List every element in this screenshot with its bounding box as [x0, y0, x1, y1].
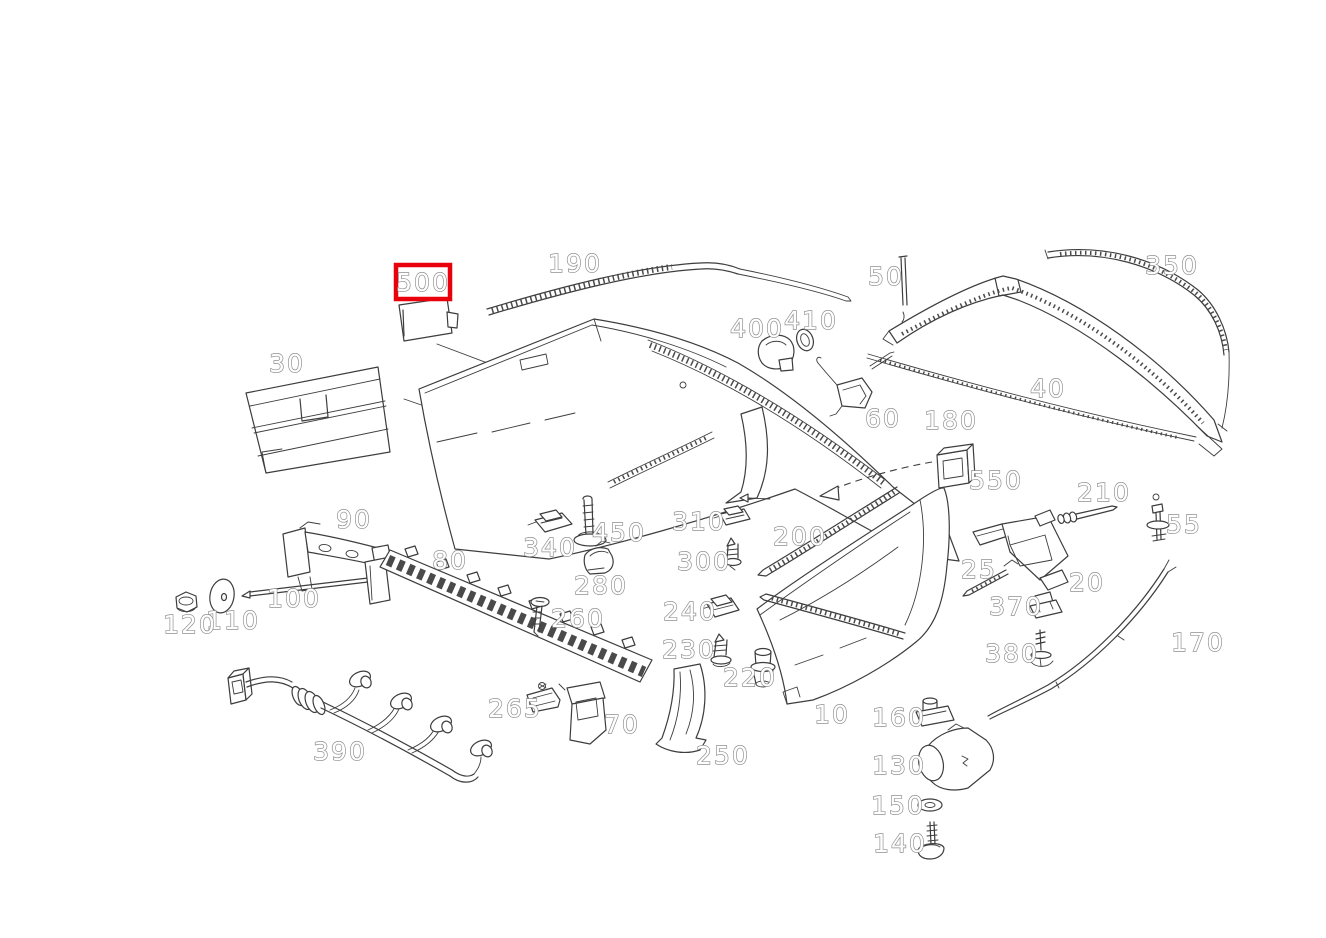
- part-label-240[interactable]: 240: [662, 596, 717, 626]
- part-label-220[interactable]: 220: [722, 662, 777, 692]
- part-label-200[interactable]: 200: [772, 521, 827, 551]
- part-label-300[interactable]: 300: [676, 546, 731, 576]
- part-70-art: [558, 681, 607, 745]
- part-230-art: [710, 633, 732, 667]
- part-240-art: [701, 594, 740, 618]
- part-label-40[interactable]: 40: [1029, 373, 1066, 403]
- part-90-art: [282, 521, 393, 592]
- part-label-140[interactable]: 140: [872, 828, 927, 858]
- part-label-410[interactable]: 410: [783, 305, 838, 335]
- part-label-250[interactable]: 250: [695, 740, 750, 770]
- part-280-art: [583, 540, 614, 575]
- part-200-strips-art: [757, 486, 906, 640]
- part-80-art: [379, 545, 653, 683]
- part-110-art: [209, 578, 235, 614]
- part-160-art: [915, 697, 955, 727]
- part-550-art: [936, 443, 976, 489]
- part-20-art: [972, 509, 1069, 591]
- part-340-art: [527, 509, 573, 533]
- part-label-100[interactable]: 100: [266, 583, 321, 613]
- part-140-art: [917, 821, 945, 860]
- part-label-400[interactable]: 400: [729, 313, 784, 343]
- part-370-art: [1029, 591, 1063, 619]
- part-25-art: [962, 559, 1019, 597]
- part-50-art: [898, 255, 908, 323]
- part-label-80[interactable]: 80: [431, 545, 468, 575]
- dashed-leader-arrow: [819, 461, 933, 501]
- part-label-150[interactable]: 150: [870, 790, 925, 820]
- part-label-350[interactable]: 350: [1144, 250, 1199, 280]
- part-180-strip-art: [866, 353, 1197, 442]
- part-265-art: [526, 682, 561, 713]
- part-120-art: [175, 591, 198, 613]
- part-60-art: [816, 356, 873, 417]
- part-380-art: [1030, 629, 1054, 667]
- part-400-art: [757, 334, 795, 372]
- part-label-260[interactable]: 260: [550, 603, 605, 633]
- part-label-210[interactable]: 210: [1076, 477, 1131, 507]
- part-label-170[interactable]: 170: [1170, 627, 1225, 657]
- part-150-art: [917, 798, 943, 812]
- part-label-110[interactable]: 110: [205, 605, 260, 635]
- part-label-340[interactable]: 340: [522, 532, 577, 562]
- part-450-art: [573, 495, 607, 547]
- part-220-art: [750, 647, 776, 688]
- part-100-art: [241, 557, 391, 605]
- small-pin-art: [869, 351, 895, 370]
- part-label-265[interactable]: 265: [487, 693, 542, 723]
- part-label-55[interactable]: 55: [1165, 509, 1202, 539]
- part-130-art: [917, 723, 995, 791]
- part-label-160[interactable]: 160: [871, 702, 926, 732]
- part-label-450[interactable]: 450: [591, 517, 646, 547]
- part-260-art: [530, 596, 550, 637]
- part-label-190[interactable]: 190: [547, 248, 602, 278]
- part-300-art: [724, 537, 742, 571]
- part-55-art: [1146, 493, 1170, 542]
- part-30-art: [245, 366, 391, 474]
- part-170-art: [987, 559, 1177, 720]
- part-label-120[interactable]: 120: [162, 609, 217, 639]
- part-label-370[interactable]: 370: [988, 591, 1043, 621]
- part-label-380[interactable]: 380: [984, 638, 1039, 668]
- part-label-30[interactable]: 30: [268, 348, 305, 378]
- part-500-art: [398, 297, 459, 342]
- part-label-10[interactable]: 10: [813, 699, 850, 729]
- part-label-500[interactable]: 500: [395, 267, 450, 297]
- part-390-art: [227, 667, 493, 783]
- part-label-230[interactable]: 230: [661, 634, 716, 664]
- part-label-180[interactable]: 180: [923, 405, 978, 435]
- part-label-20[interactable]: 20: [1068, 567, 1105, 597]
- part-label-390[interactable]: 390: [312, 736, 367, 766]
- part-410-art: [795, 328, 815, 352]
- part-250-art: [655, 663, 707, 754]
- part-40-art: [882, 275, 1223, 457]
- bumper-cover-art: [418, 318, 960, 562]
- part-310-art: [713, 505, 751, 526]
- part-190-strip-art: [486, 262, 852, 316]
- highlight-box-500: [393, 262, 453, 302]
- part-label-550[interactable]: 550: [968, 465, 1023, 495]
- part-label-90[interactable]: 90: [335, 504, 372, 534]
- part-label-280[interactable]: 280: [573, 570, 628, 600]
- part-label-310[interactable]: 310: [671, 506, 726, 536]
- part-label-70[interactable]: 70: [603, 709, 640, 739]
- part-350-strip-art: [1044, 249, 1230, 432]
- part-label-50[interactable]: 50: [867, 261, 904, 291]
- part-label-25[interactable]: 25: [960, 554, 997, 584]
- part-210-art: [1057, 505, 1118, 525]
- part-label-60[interactable]: 60: [864, 403, 901, 433]
- part-label-130[interactable]: 130: [871, 750, 926, 780]
- part-10-art: [756, 487, 950, 705]
